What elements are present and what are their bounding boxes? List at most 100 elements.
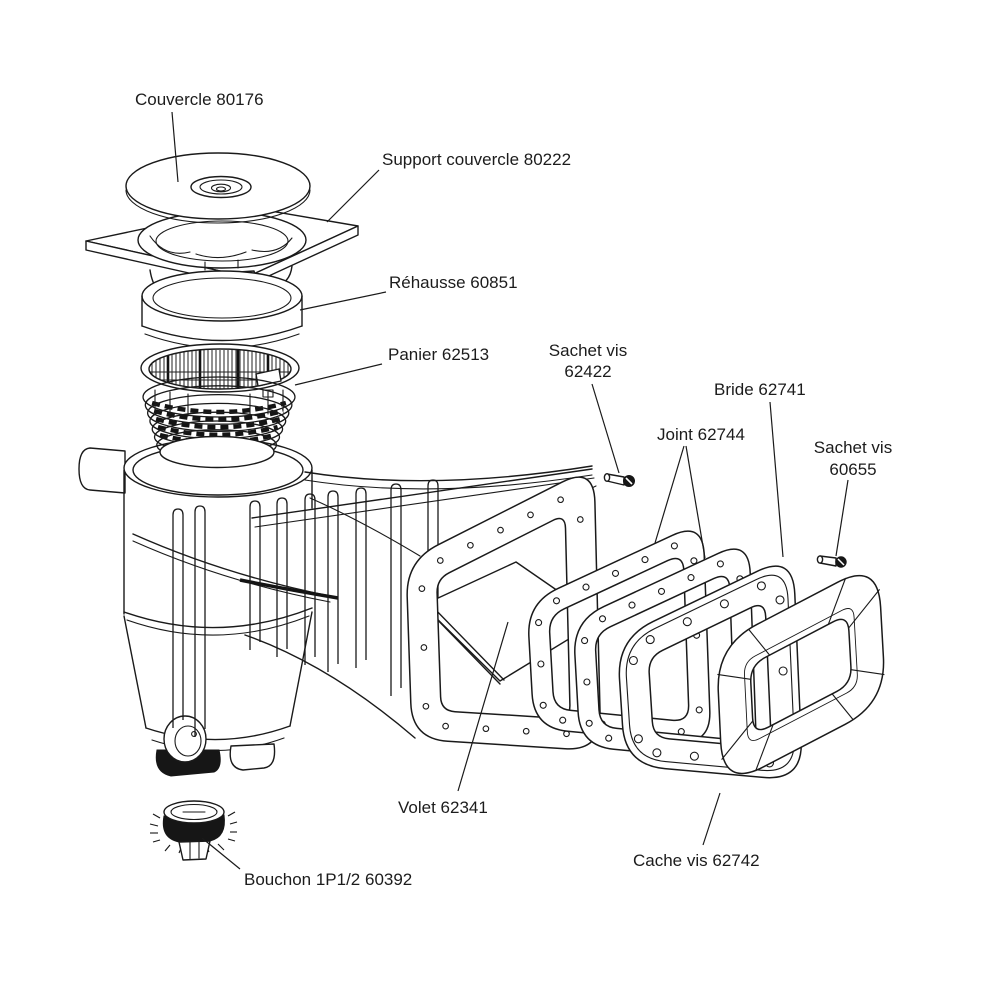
duct-fin <box>194 505 206 737</box>
label-support-couvercle: Support couvercle 80222 <box>382 150 571 169</box>
leader-joint-b <box>685 445 706 559</box>
bolt-hole <box>628 601 636 609</box>
label-sachet-vis-62422-line2: 62422 <box>564 362 611 381</box>
bolt-hole <box>719 599 729 609</box>
leader-joint-a <box>654 445 685 544</box>
bolt-hole <box>559 716 567 724</box>
label-bouchon: Bouchon 1P1/2 60392 <box>244 870 412 889</box>
leader-cache-vis <box>702 792 721 846</box>
label-sachet-vis-60655-line2: 60655 <box>829 460 876 479</box>
leader-bouchon <box>201 837 241 870</box>
plug-tick <box>229 821 238 825</box>
leader-sachet-60655 <box>835 479 849 557</box>
label-rehausse: Réhausse 60851 <box>389 273 518 292</box>
label-sachet-vis-60655-line1: Sachet vis <box>814 438 892 457</box>
bolt-hole <box>420 644 428 651</box>
bolt-hole <box>670 542 678 550</box>
bouchon-part <box>149 800 238 861</box>
bolt-hole <box>436 557 444 564</box>
couvercle-part <box>125 152 311 224</box>
leader-couvercle <box>171 111 179 183</box>
cache-seam <box>721 720 754 760</box>
bolt-hole <box>442 722 449 730</box>
bolt-hole <box>690 557 698 565</box>
screw-62422 <box>603 473 635 487</box>
basket-ring-slots <box>157 424 279 438</box>
bolt-hole <box>756 581 766 591</box>
bolt-hole <box>422 702 430 710</box>
part-labels: Couvercle 80176 Support couvercle 80222 … <box>135 90 892 889</box>
duct-fins <box>172 479 439 737</box>
basket-band-ribs <box>154 389 284 417</box>
bolt-hole <box>539 701 547 709</box>
bolt-hole <box>585 719 593 727</box>
bolt-hole <box>652 748 662 758</box>
bolt-hole <box>482 725 490 733</box>
bolt-hole <box>535 619 543 627</box>
support-couvercle-part <box>85 206 359 297</box>
label-cache-vis: Cache vis 62742 <box>633 851 760 870</box>
bolt-hole <box>687 574 695 582</box>
cache-seam <box>850 669 885 676</box>
basket-ring-slots <box>155 416 281 430</box>
bolt-hole <box>467 541 474 549</box>
flange-frames <box>406 476 885 779</box>
label-panier: Panier 62513 <box>388 345 489 364</box>
basket-ring <box>142 376 296 418</box>
basket-handle-tab <box>255 368 282 387</box>
basket-ring <box>146 393 290 433</box>
cache-seam <box>717 673 751 680</box>
plug-tick <box>149 823 159 827</box>
bolt-hole <box>778 666 788 676</box>
duct-fin <box>249 500 261 650</box>
plug-tick <box>152 839 161 843</box>
plug-tick <box>227 838 236 842</box>
cache-vis-cover-part <box>717 574 885 775</box>
leader-sachet-62422 <box>591 383 620 474</box>
duct-fin <box>304 493 316 665</box>
bolt-hole <box>557 496 564 504</box>
basket-ring-slots <box>153 408 284 422</box>
cache-seam <box>827 577 847 625</box>
bolt-hole <box>775 595 785 605</box>
plug-tick <box>152 813 161 819</box>
bolt-hole <box>689 751 699 761</box>
cache-seam <box>755 724 774 772</box>
bolt-hole <box>581 637 589 645</box>
bolt-hole <box>497 526 504 534</box>
mouth-flange-part <box>406 476 601 750</box>
cache-seam <box>831 693 854 721</box>
label-couvercle: Couvercle 80176 <box>135 90 264 109</box>
label-sachet-vis-62422-line1: Sachet vis <box>549 341 627 360</box>
label-volet: Volet 62341 <box>398 798 488 817</box>
basket-ring <box>144 385 293 425</box>
bolt-hole <box>633 734 643 744</box>
leader-rehausse <box>299 291 387 311</box>
leader-support <box>326 169 380 223</box>
duct-fin <box>427 479 439 718</box>
label-joint: Joint 62744 <box>657 425 745 444</box>
bolt-hole <box>611 569 620 577</box>
bolt-hole <box>576 516 584 523</box>
body-foot <box>229 743 276 771</box>
bolt-hole <box>552 597 561 605</box>
plug-tick <box>164 844 171 852</box>
bolt-hole <box>583 678 591 686</box>
leader-bride <box>769 401 784 558</box>
cache-seam <box>747 628 771 656</box>
bolt-hole <box>641 556 649 564</box>
bolt-hole <box>598 615 607 623</box>
label-bride: Bride 62741 <box>714 380 806 399</box>
bolt-hole <box>628 655 638 666</box>
duct-fin <box>327 490 339 672</box>
bolt-hole <box>645 635 655 645</box>
bolt-hole <box>537 660 545 668</box>
leader-lines <box>171 111 849 870</box>
bolt-hole <box>695 706 703 714</box>
leader-panier <box>294 363 383 386</box>
leader-volet <box>457 621 509 792</box>
bolt-hole <box>657 587 666 595</box>
bolt-hole <box>605 734 613 742</box>
